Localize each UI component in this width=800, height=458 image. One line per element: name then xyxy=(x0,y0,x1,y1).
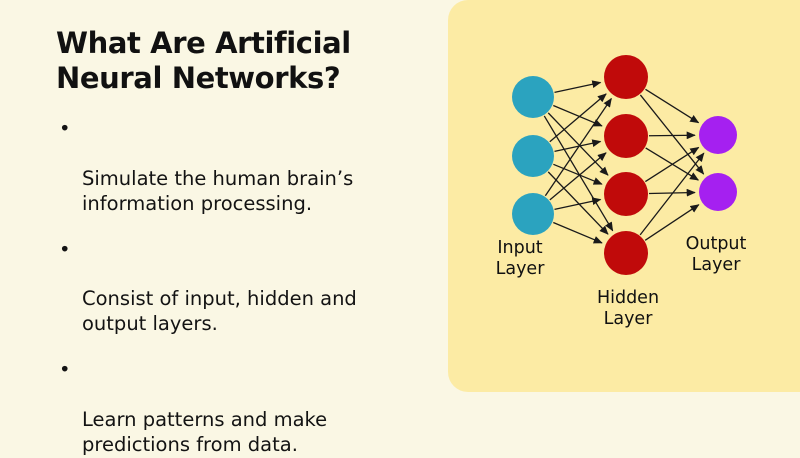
label-input-layer: Input Layer xyxy=(495,238,545,279)
list-item: • Learn patterns and make predictions fr… xyxy=(56,358,436,458)
list-item: • Simulate the human brain’s information… xyxy=(56,117,436,217)
list-item-text: Learn patterns and make predictions from… xyxy=(82,408,328,457)
bullet-list: • Simulate the human brain’s information… xyxy=(56,117,436,458)
label-hidden-layer: Hidden Layer xyxy=(596,288,660,329)
list-item: • Consist of input, hidden and output la… xyxy=(56,238,436,338)
list-item-text: Consist of input, hidden and output laye… xyxy=(82,287,357,336)
text-column: What Are Artificial Neural Networks? • S… xyxy=(56,26,436,458)
diagram-panel xyxy=(448,0,800,392)
list-item-text: Simulate the human brain’s information p… xyxy=(82,166,354,215)
bullet-marker-icon: • xyxy=(59,116,71,140)
slide-canvas: What Are Artificial Neural Networks? • S… xyxy=(56,0,800,457)
bullet-marker-icon: • xyxy=(59,237,71,261)
label-output-layer: Output Layer xyxy=(685,234,747,275)
page-title: What Are Artificial Neural Networks? xyxy=(56,26,351,96)
bullet-marker-icon: • xyxy=(59,358,71,382)
